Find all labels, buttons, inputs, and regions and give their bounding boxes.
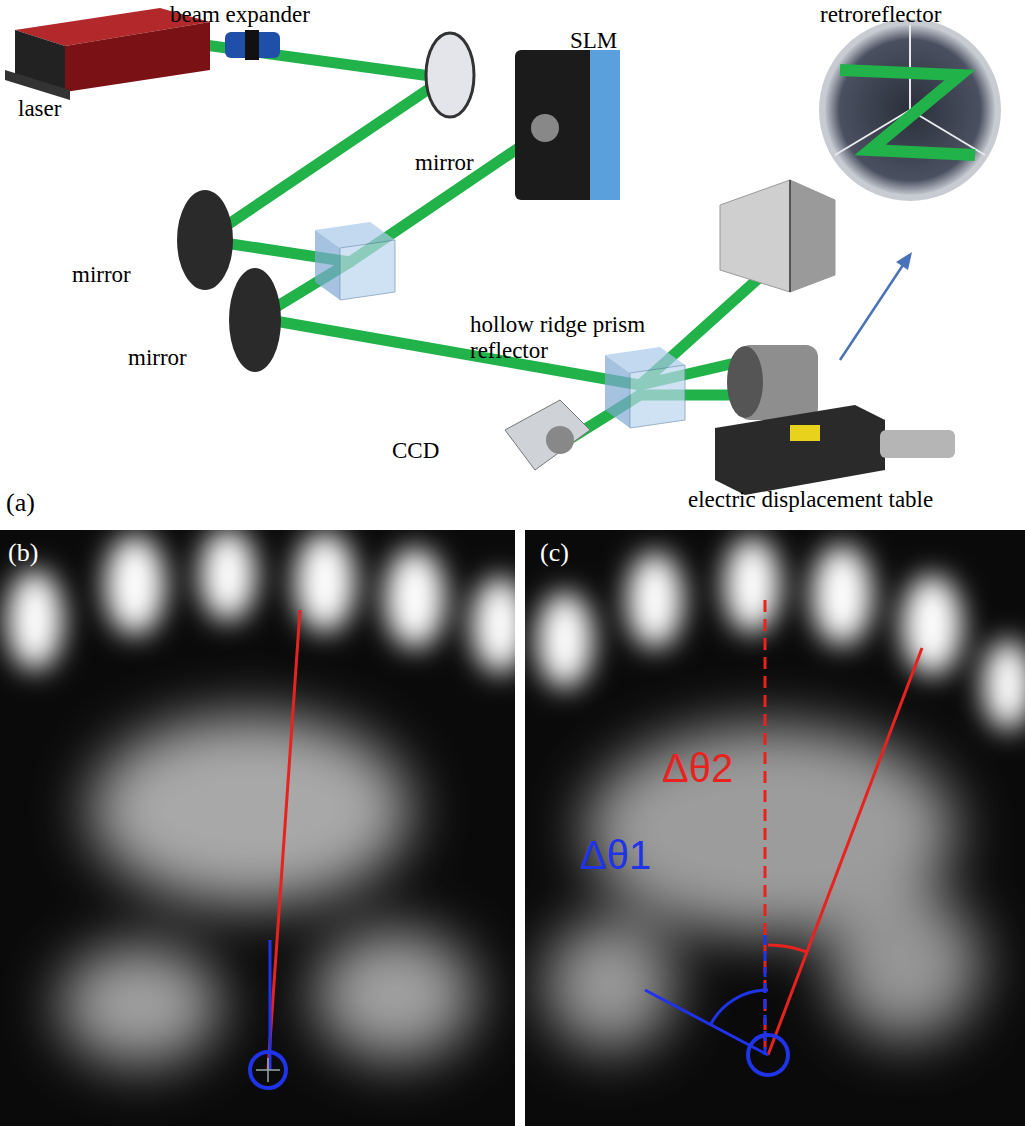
angle-arc (711, 990, 769, 1025)
panel-bg (0, 530, 515, 1126)
part-label: laser (18, 96, 98, 122)
fringe-spot (983, 640, 1025, 730)
cube-face (340, 240, 395, 300)
zoom-arrow (840, 262, 905, 360)
part-label: mirror (72, 262, 162, 288)
center-marker (748, 1035, 788, 1075)
part-label: beam expander (170, 2, 370, 28)
fringe-spot (724, 537, 780, 633)
fringe-spot (295, 532, 355, 632)
beam (840, 70, 975, 155)
intensity-lobe (545, 920, 675, 1050)
laser-beams (205, 45, 790, 445)
fringe-spot (472, 577, 515, 673)
intensity-lobe (90, 715, 410, 905)
center-marker (250, 1052, 286, 1088)
beam-expander-ring (245, 30, 259, 60)
beam-splitter (315, 222, 395, 300)
beam-splitter (605, 347, 685, 428)
prism-ridge (789, 180, 791, 292)
fringe-spot (627, 552, 683, 648)
panel-label: (b) (8, 538, 58, 568)
part-label: retroreflector (820, 2, 1000, 28)
micrometer (880, 430, 955, 458)
intensity-panel (0, 530, 515, 1126)
warning-label (790, 425, 820, 441)
mirror (229, 268, 281, 372)
retroreflector-face (727, 346, 763, 418)
panel-bg (525, 530, 1025, 1126)
mirror (177, 190, 233, 290)
intensity-panel (525, 530, 1025, 1126)
hollow-ridge-prism (720, 180, 835, 292)
fringe-spot (200, 530, 256, 621)
intensity-lobe (830, 890, 980, 1040)
ccd (505, 400, 590, 470)
mirror (426, 33, 474, 117)
panel-label: (c) (540, 538, 590, 568)
fringe-spot (537, 592, 593, 688)
fringe-spot (105, 535, 165, 635)
reference-line (268, 610, 300, 1070)
fringe-spot (385, 548, 445, 648)
retroreflector (822, 22, 998, 198)
reference-line (764, 600, 767, 1055)
fringe-spot (902, 575, 962, 675)
slm-side (590, 50, 620, 200)
crosshair (267, 1058, 269, 1082)
retroreflector-edges (835, 25, 985, 155)
part-label: electric displacement table (688, 487, 1025, 513)
laser-front (65, 22, 210, 92)
displacement-table (715, 405, 885, 495)
prism-face (790, 180, 835, 292)
fringe-spot (812, 545, 872, 645)
cube-face (605, 355, 630, 428)
cube-face (630, 365, 685, 428)
fringe-spot (7, 570, 63, 670)
arrow-head (896, 252, 912, 270)
slm-window (531, 114, 559, 142)
ccd-lens (546, 426, 574, 454)
part-label: mirror (128, 345, 218, 371)
part-label: mirror (415, 150, 505, 176)
part-label: CCD (392, 438, 462, 464)
part-label: SLM (570, 28, 650, 54)
panel-label: (a) (6, 488, 56, 518)
angle-label: Δθ1 (580, 832, 690, 878)
part-label: hollow ridge prism reflector (470, 312, 700, 365)
laser-base (5, 70, 70, 100)
cube-face (315, 230, 340, 300)
intensity-lobe (315, 930, 475, 1060)
intensity-lobe (60, 945, 220, 1065)
rotated-line (768, 648, 922, 1055)
angle-label: Δθ2 (662, 745, 772, 791)
angle-arc (768, 945, 807, 952)
